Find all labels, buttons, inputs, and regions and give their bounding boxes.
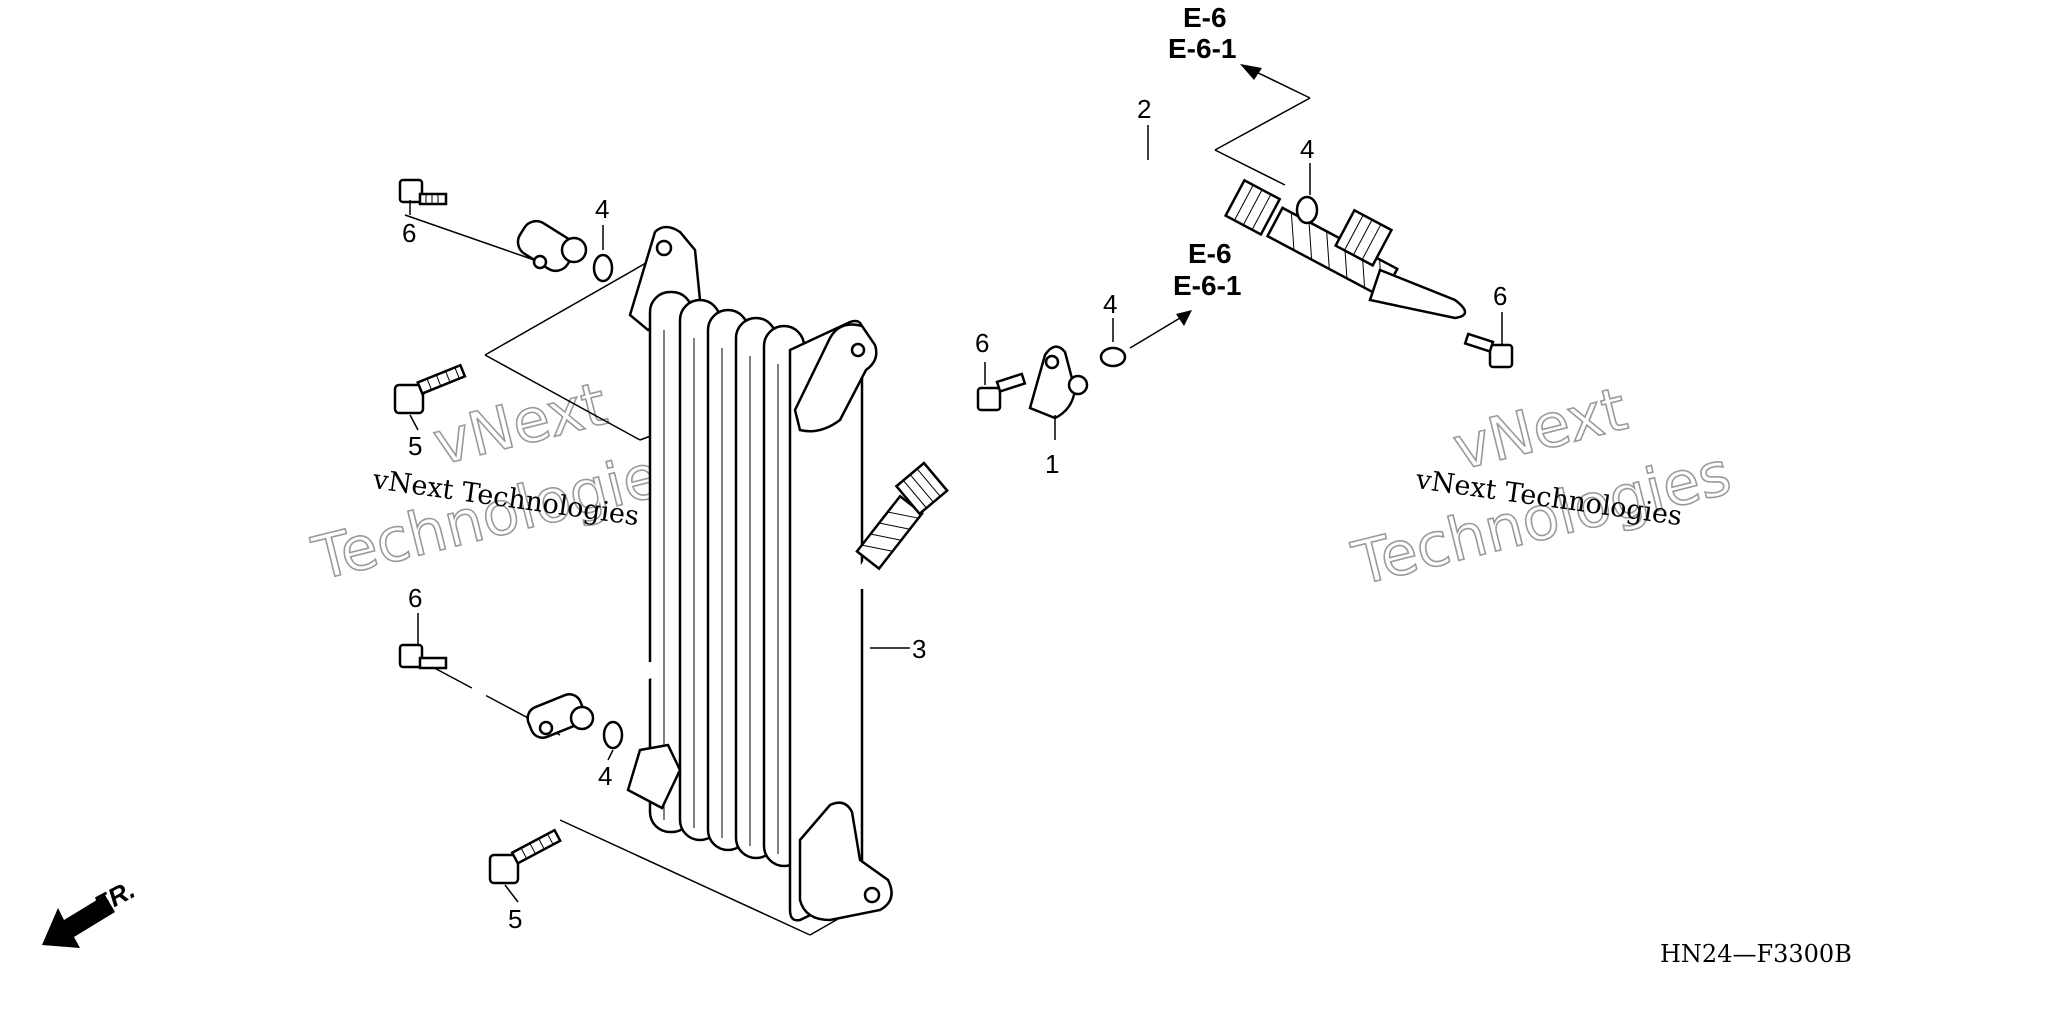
oil-pipe-lower-left [426, 662, 658, 791]
callout-part-4-right: 4 [1300, 134, 1314, 164]
reference-top-line1: E-6 [1183, 2, 1227, 33]
o-ring-middle [1099, 346, 1127, 368]
oil-pipe-upper [448, 50, 1467, 320]
front-direction-indicator: FR. [42, 874, 140, 948]
reference-arrow-mid [1129, 310, 1192, 349]
callout-part-3: 3 [912, 634, 926, 664]
callout-part-5-upper: 5 [408, 431, 422, 461]
o-ring-lower-left [602, 720, 624, 750]
reference-top-line2: E-6-1 [1168, 33, 1236, 64]
bolt-6-middle [976, 372, 1027, 412]
callout-part-4-lower-left: 4 [598, 761, 612, 791]
bolt-5-lower [488, 828, 562, 885]
o-ring-upper-left [592, 253, 614, 283]
reference-arrow-top [1240, 64, 1311, 99]
callout-part-6-lower-left: 6 [408, 583, 422, 613]
callout-part-6-upper-left: 6 [402, 218, 416, 248]
o-ring-right [1295, 195, 1319, 225]
bolt-6-right [1463, 332, 1514, 369]
callout-part-4-upper-left: 4 [595, 194, 609, 224]
reference-mid-line2: E-6-1 [1173, 270, 1241, 301]
callout-part-2: 2 [1137, 94, 1151, 124]
o-rings [592, 195, 1319, 750]
watermark-right: vNext Technologies vNext Technologies [1345, 373, 1738, 600]
bolt-6-upper-left [398, 178, 448, 206]
reference-mid-line1: E-6 [1188, 238, 1232, 269]
callout-part-6-right: 6 [1493, 281, 1507, 311]
oil-hose-lower [853, 345, 1089, 589]
callout-part-4-middle: 4 [1103, 289, 1117, 319]
watermark-left: vNext Technologies vNext Technologies [305, 368, 698, 595]
callout-part-6-middle: 6 [975, 328, 989, 358]
oil-cooler [626, 225, 893, 922]
bolt-5-upper [393, 363, 467, 415]
callout-part-1: 1 [1045, 449, 1059, 479]
diagram-code: HN24—F3300B [1660, 940, 1852, 968]
callout-part-5-lower: 5 [508, 904, 522, 934]
front-arrow-icon [42, 895, 115, 948]
callout-leaders [409, 125, 1503, 903]
bolt-6-lower-left [398, 643, 448, 670]
